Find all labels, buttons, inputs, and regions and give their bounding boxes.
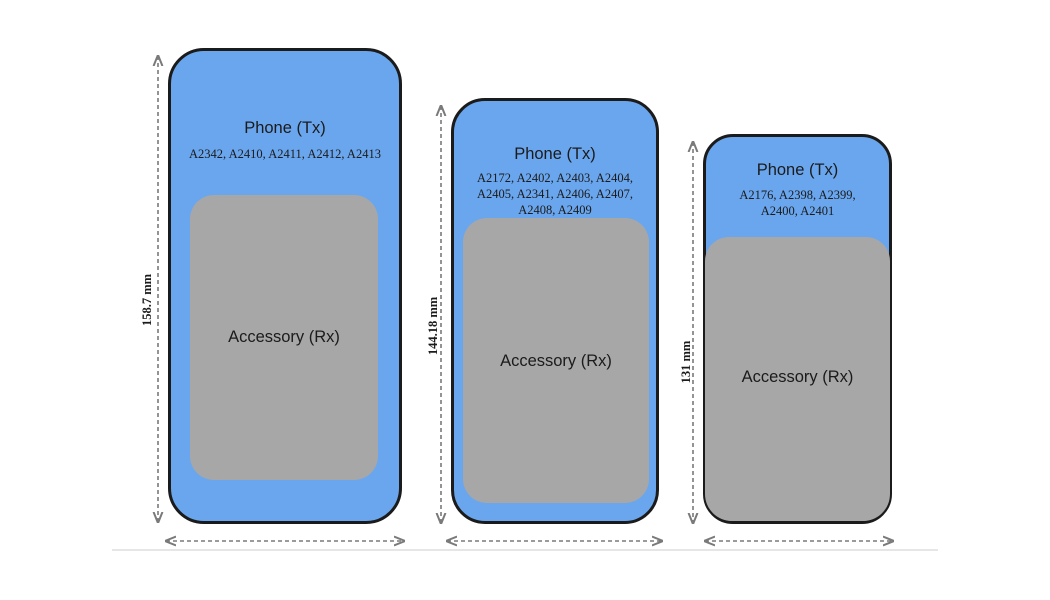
accessory-label-2: Accessory (Rx) — [500, 352, 612, 370]
phone-title-1: Phone (Tx) — [244, 119, 326, 137]
phone-models-1: A2342, A2410, A2411, A2412, A2413 — [168, 146, 402, 162]
accessory-rx-area-1 — [190, 195, 378, 480]
phone-models-3: A2176, A2398, A2399, A2400, A2401 — [703, 187, 892, 219]
model-line: A2176, A2398, A2399, — [739, 188, 856, 202]
accessory-label-1: Accessory (Rx) — [228, 328, 340, 346]
baseline-divider — [112, 549, 938, 551]
model-line: A2342, A2410, A2411, A2412, A2413 — [189, 147, 381, 161]
model-line: A2408, A2409 — [518, 203, 592, 217]
height-label-2: 144.18 mm — [426, 296, 440, 356]
phone-models-2: A2172, A2402, A2403, A2404, A2405, A2341… — [451, 170, 659, 218]
height-label-1: 158.7 mm — [140, 273, 154, 327]
model-line: A2400, A2401 — [760, 204, 835, 218]
accessory-rx-area-2 — [463, 218, 649, 503]
accessory-label-3: Accessory (Rx) — [741, 368, 854, 386]
model-line: A2405, A2341, A2406, A2407, — [477, 187, 633, 201]
model-line: A2172, A2402, A2403, A2404, — [477, 171, 633, 185]
accessory-rx-area-3 — [705, 237, 890, 521]
phone-title-2: Phone (Tx) — [514, 145, 596, 163]
height-label-3: 131 mm — [679, 340, 693, 384]
phone-title-3: Phone (Tx) — [756, 161, 839, 179]
